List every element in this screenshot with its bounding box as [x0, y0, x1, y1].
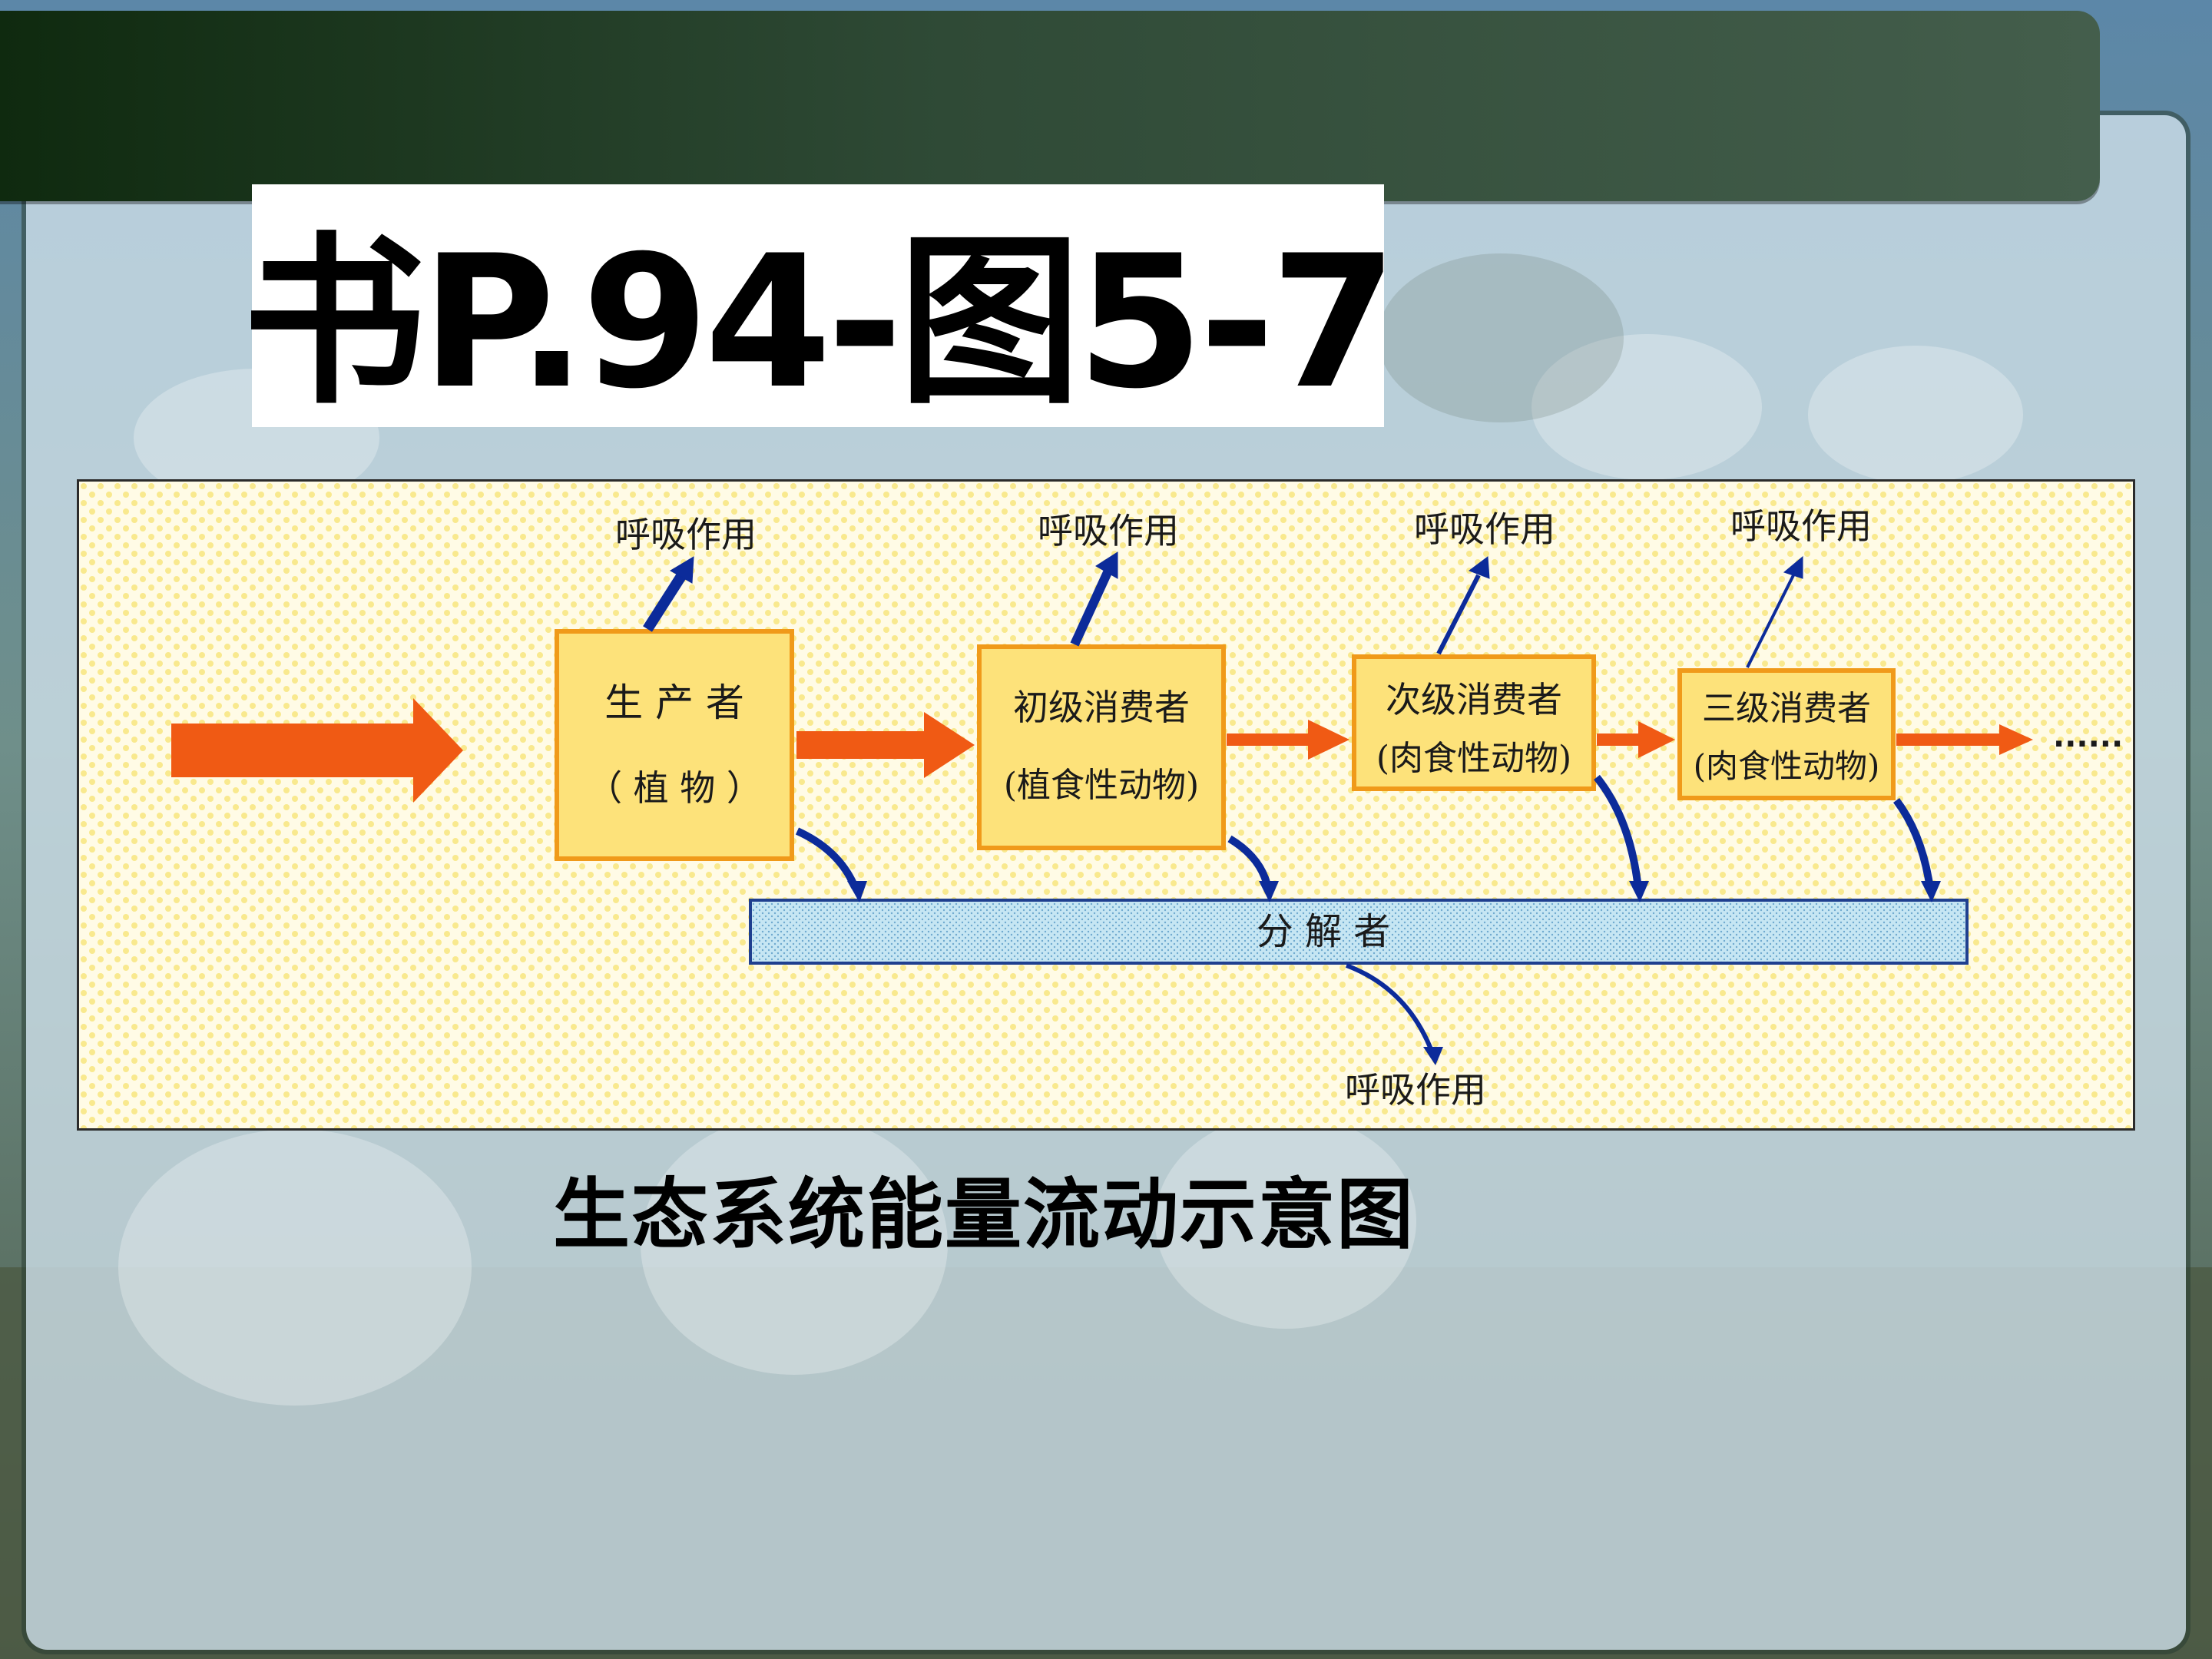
sheep-watermark — [118, 253, 2023, 1406]
respiration-label-producer: 呼吸作用 — [615, 514, 757, 555]
diagram-caption: 生态系统能量流动示意图 — [553, 1170, 1415, 1260]
respiration-arrowhead-producer — [670, 556, 694, 584]
continuation-dots: ...... — [2053, 719, 2123, 754]
energy-input-arrow — [171, 698, 463, 803]
respiration-arrowhead-primary — [1095, 551, 1118, 579]
producer-label: 生 产 者 — [604, 680, 744, 725]
respiration-arrowhead-tertiary — [1783, 555, 1803, 579]
decomposition-arrowhead-primary — [1259, 881, 1279, 902]
respiration-arrow-primary — [1070, 568, 1113, 647]
energy-flow-figure: 生 产 者 （ 植 物 ） 初级消费者 (植食性动物) 次级消费者 (肉食性动物… — [77, 479, 2135, 1131]
flow-arrow-tertiary-next — [1896, 724, 2033, 755]
flow-arrow-secondary-tertiary — [1597, 721, 1675, 758]
decomposition-arrowhead-secondary — [1629, 881, 1649, 902]
decomposer-respiration-arrow — [1345, 963, 1435, 1055]
respiration-label-secondary: 呼吸作用 — [1414, 508, 1555, 550]
decomposition-arrows — [795, 774, 1934, 1055]
decomposer-respiration-arrowhead — [1423, 1047, 1443, 1065]
slide-title: 书P.94-图5-7 — [243, 216, 1397, 429]
respiration-arrowhead-secondary — [1468, 556, 1490, 579]
tertiary-consumer-box: 三级消费者 (肉食性动物) — [1677, 668, 1896, 800]
respiration-arrow-tertiary — [1746, 575, 1795, 668]
respiration-arrow-secondary — [1436, 574, 1481, 655]
producer-sublabel: （ 植 物 ） — [587, 767, 762, 809]
flow-arrow-primary-secondary — [1227, 720, 1349, 760]
decomposer-label: 分 解 者 — [1257, 910, 1391, 953]
respiration-label-decomposer: 呼吸作用 — [1345, 1069, 1486, 1111]
respiration-label-tertiary: 呼吸作用 — [1730, 505, 1872, 547]
tertiary-consumer-sublabel: (肉食性动物) — [1694, 747, 1880, 785]
respiration-arrows-up — [643, 551, 1803, 668]
secondary-consumer-label: 次级消费者 — [1386, 679, 1562, 720]
primary-consumer-sublabel: (植食性动物) — [1004, 766, 1199, 805]
respiration-arrow-producer — [643, 571, 687, 632]
decomposition-arrow-tertiary — [1893, 797, 1934, 889]
decomposition-arrow-producer — [795, 827, 859, 889]
decomposition-arrowhead-tertiary — [1921, 881, 1941, 902]
title-box: 书P.94-图5-7 — [243, 184, 1398, 429]
secondary-consumer-box: 次级消费者 (肉食性动物) — [1352, 654, 1596, 791]
decomposition-arrow-secondary — [1594, 774, 1642, 889]
primary-consumer-label: 初级消费者 — [1013, 687, 1190, 728]
title-bar — [0, 11, 2100, 201]
decomposition-arrowheads — [847, 881, 1941, 1065]
tertiary-consumer-label: 三级消费者 — [1702, 689, 1871, 728]
respiration-label-primary: 呼吸作用 — [1038, 510, 1179, 551]
flow-arrow-producer-primary — [796, 712, 975, 778]
decomposition-arrowhead-producer — [847, 881, 867, 902]
decomposer-bar: 分 解 者 — [749, 899, 1969, 965]
energy-flow-diagram: 生 产 者 （ 植 物 ） 初级消费者 (植食性动物) 次级消费者 (肉食性动物… — [79, 482, 2133, 1128]
primary-consumer-box: 初级消费者 (植食性动物) — [977, 644, 1226, 850]
secondary-consumer-sublabel: (肉食性动物) — [1376, 739, 1571, 778]
producer-box: 生 产 者 （ 植 物 ） — [555, 629, 794, 861]
